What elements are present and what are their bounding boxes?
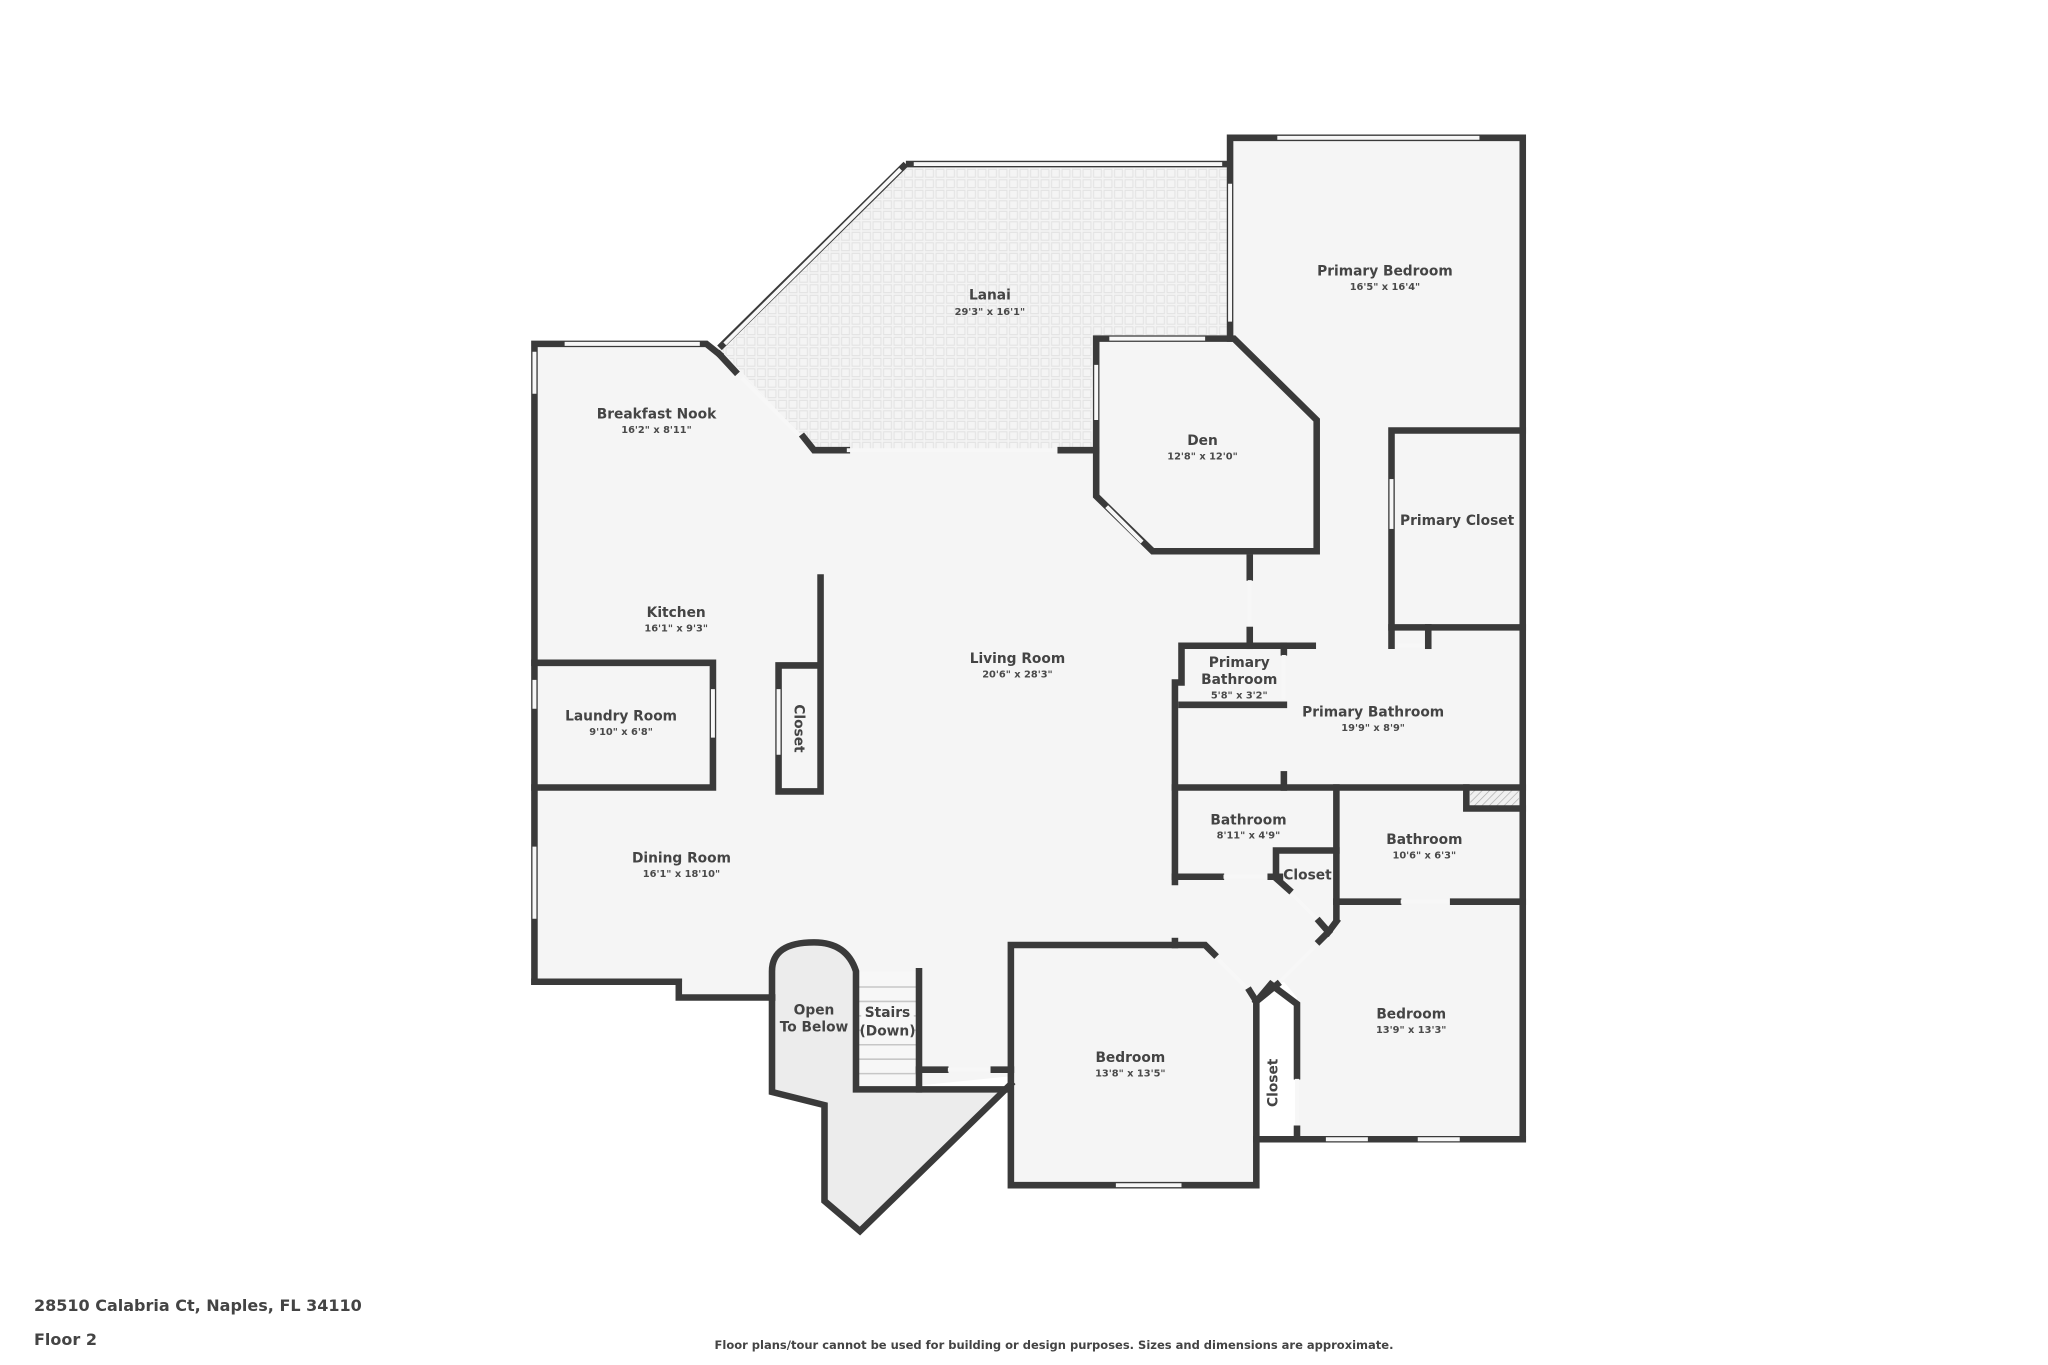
room-name: Closet xyxy=(1283,867,1332,883)
room-name: Bathroom xyxy=(1210,812,1286,828)
room-name: Living Room xyxy=(970,651,1065,667)
room-primary-bathroom-small: Primary Bathroom 5'8" x 3'2" xyxy=(1201,655,1277,702)
room-living-room: Living Room 20'6" x 28'3" xyxy=(970,651,1065,680)
room-name: Laundry Room xyxy=(565,709,677,725)
floor-label: Floor 2 xyxy=(34,1330,97,1349)
room-bathroom-2: Bathroom 10'6" x 6'3" xyxy=(1386,832,1462,861)
room-dining-room: Dining Room 16'1" x 18'10" xyxy=(632,850,731,879)
room-name-line2: Bathroom xyxy=(1201,672,1277,688)
room-name: Closet xyxy=(1265,1058,1281,1107)
room-name-line1: Stairs xyxy=(865,1005,911,1021)
room-name: Closet xyxy=(790,704,806,753)
room-dimensions: 10'6" x 6'3" xyxy=(1392,850,1456,861)
room-name: Bedroom xyxy=(1095,1050,1165,1066)
room-dimensions: 16'2" x 8'11" xyxy=(621,425,691,436)
room-dimensions: 16'1" x 9'3" xyxy=(644,623,708,634)
room-name: Bedroom xyxy=(1376,1007,1446,1023)
room-name: Dining Room xyxy=(632,850,731,866)
room-fills xyxy=(534,137,1523,1232)
hatched-area xyxy=(1470,790,1519,806)
room-closet-bedroom: Closet xyxy=(1265,1058,1281,1107)
room-name: Lanai xyxy=(969,287,1011,303)
room-stairs: Stairs (Down) xyxy=(860,1004,916,1040)
room-dimensions: 9'10" x 6'8" xyxy=(589,727,653,738)
lanai-fill xyxy=(719,164,1231,451)
room-bedroom-1: Bedroom 13'8" x 13'5" xyxy=(1095,1050,1165,1079)
room-name-line2: (Down) xyxy=(860,1024,916,1040)
disclaimer-text: Floor plans/tour cannot be used for buil… xyxy=(714,1338,1394,1352)
open-to-below-fill xyxy=(772,942,1009,1232)
room-primary-closet: Primary Closet xyxy=(1400,513,1515,529)
property-address: 28510 Calabria Ct, Naples, FL 34110 xyxy=(34,1296,362,1315)
room-name-line1: Open xyxy=(794,1003,835,1019)
room-dimensions: 13'8" x 13'5" xyxy=(1095,1068,1165,1079)
room-closet-kitchen: Closet xyxy=(790,704,806,753)
room-dimensions: 16'1" x 18'10" xyxy=(643,869,720,880)
room-dimensions: 13'9" x 13'3" xyxy=(1376,1025,1446,1036)
room-dimensions: 8'11" x 4'9" xyxy=(1217,831,1281,842)
room-name: Kitchen xyxy=(647,605,706,621)
room-breakfast-nook: Breakfast Nook 16'2" x 8'11" xyxy=(597,407,717,436)
room-dimensions: 16'5" x 16'4" xyxy=(1350,282,1420,293)
room-dimensions: 19'9" x 8'9" xyxy=(1341,723,1405,734)
room-dimensions: 5'8" x 3'2" xyxy=(1211,690,1268,701)
room-name: Primary Closet xyxy=(1400,513,1515,529)
room-primary-bathroom: Primary Bathroom 19'9" x 8'9" xyxy=(1302,705,1444,734)
room-name: Primary Bathroom xyxy=(1302,705,1444,721)
room-open-to-below: Open To Below xyxy=(780,1003,849,1036)
room-primary-bedroom: Primary Bedroom 16'5" x 16'4" xyxy=(1317,264,1453,293)
room-name: Den xyxy=(1187,433,1218,449)
room-den: Den 12'8" x 12'0" xyxy=(1167,433,1237,462)
room-lanai: Lanai 29'3" x 16'1" xyxy=(955,287,1025,318)
room-laundry-room: Laundry Room 9'10" x 6'8" xyxy=(565,709,677,738)
room-name-line2: To Below xyxy=(780,1020,849,1036)
room-bathroom-1: Bathroom 8'11" x 4'9" xyxy=(1210,812,1286,841)
room-name-line1: Primary xyxy=(1209,655,1270,671)
room-bedroom-2: Bedroom 13'9" x 13'3" xyxy=(1376,1007,1446,1036)
main-interior-fill xyxy=(534,137,1523,1186)
room-name: Primary Bedroom xyxy=(1317,264,1453,280)
room-dimensions: 12'8" x 12'0" xyxy=(1167,451,1237,462)
room-labels: Lanai 29'3" x 16'1" Primary Bedroom 16'5… xyxy=(565,264,1515,1107)
room-dimensions: 29'3" x 16'1" xyxy=(955,307,1025,318)
walls xyxy=(531,134,1527,1236)
room-dimensions: 20'6" x 28'3" xyxy=(982,669,1052,680)
room-name: Bathroom xyxy=(1386,832,1462,848)
room-closet-hall: Closet xyxy=(1283,867,1332,883)
room-name: Breakfast Nook xyxy=(597,407,717,423)
room-kitchen: Kitchen 16'1" x 9'3" xyxy=(644,605,708,634)
